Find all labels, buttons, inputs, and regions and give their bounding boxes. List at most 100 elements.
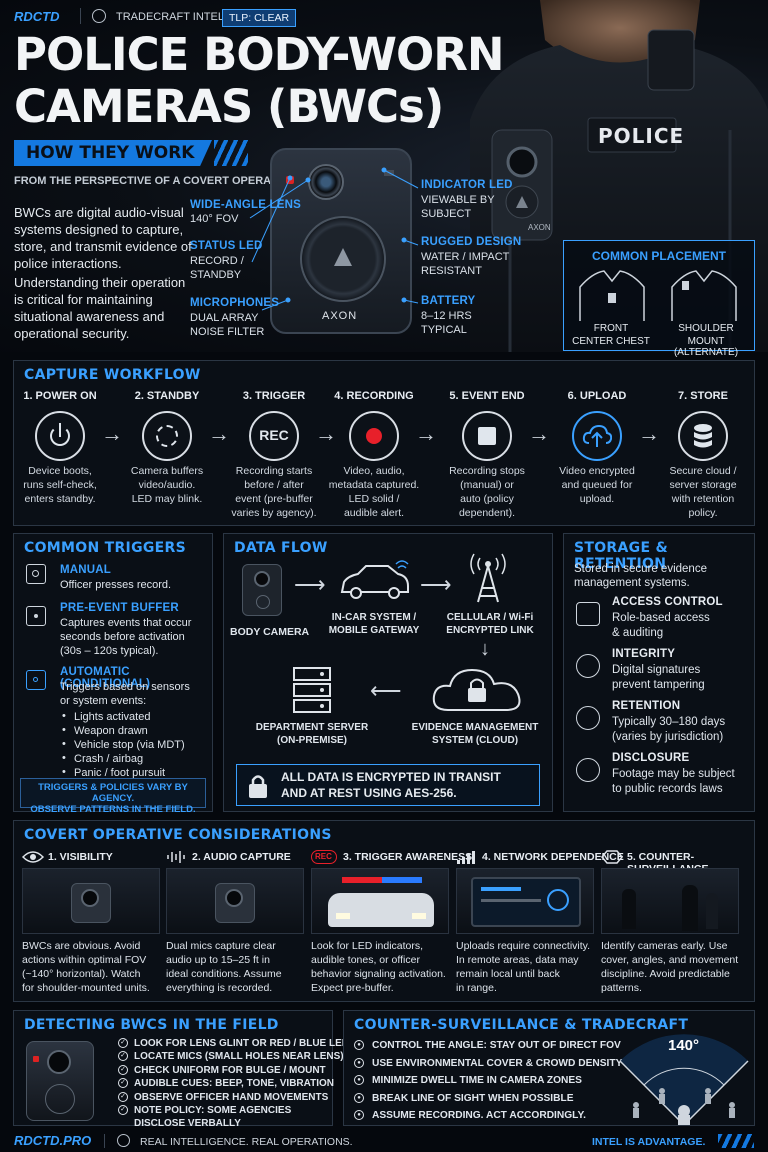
placement-front-2: CENTER CHEST (572, 336, 650, 347)
callout-lens-title: WIDE-ANGLE LENS (190, 199, 301, 211)
page-title-line2: CAMERAS (BWCs) (14, 80, 444, 133)
rec-label: REC (259, 427, 289, 443)
footer-crosshair-icon (117, 1134, 130, 1147)
body-camera-label: BODY CAMERA (230, 626, 310, 638)
list-item: ●MINIMIZE DWELL TIME IN CAMERA ZONES (354, 1072, 614, 1089)
buffer-icon (26, 606, 46, 626)
list-item: ● BREAK LINE OF SIGHT WHEN POSSIBLE (354, 1090, 614, 1107)
storage-panel: STORAGE & RETENTION Stored in secure evi… (563, 533, 755, 812)
storage-item-title: DISCLOSURE (612, 752, 690, 764)
list-item: ✓ OBSERVE OFFICER HAND MOVEMENTS (118, 1091, 328, 1104)
storage-item-desc: Typically 30–180 days (612, 716, 726, 728)
target-icon: ● (354, 1092, 364, 1103)
crosshair-icon (92, 9, 106, 23)
car-label-2: MOBILE GATEWAY (328, 625, 420, 636)
storage-item-title: ACCESS CONTROL (612, 596, 723, 608)
bullet-icon: • (62, 752, 66, 764)
workflow-step-desc: Device boots, (28, 465, 92, 477)
workflow-step-desc: before / after (244, 479, 304, 491)
automatic-icon (26, 670, 46, 690)
buffer-desc-1: Captures events that occur (60, 617, 192, 629)
buffer-desc-3: (30s – 120s typical). (60, 645, 159, 657)
rec-badge-label: REC (315, 852, 332, 861)
list-item: ●USE ENVIRONMENTAL COVER & CROWD DENSITY (354, 1055, 622, 1072)
covert-item-title: 3. TRIGGER AWARENESS (343, 851, 473, 863)
clock-icon (576, 706, 600, 730)
street-photo (601, 868, 739, 934)
list-item-label: CONTROL THE ANGLE: STAY OUT OF DIRECT FO… (372, 1040, 621, 1051)
ems-label-1: EVIDENCE MANAGEMENT (411, 722, 539, 733)
cloud-upload-icon (572, 411, 622, 461)
list-item-label: BREAK LINE OF SIGHT WHEN POSSIBLE (372, 1092, 574, 1104)
covert-item-desc: behavior signaling activation. (311, 968, 446, 980)
callout-battery-desc1: 8–12 HRS (421, 310, 472, 322)
audio-photo (166, 868, 304, 934)
dashboard-photo (456, 868, 594, 934)
footer-stripes (718, 1134, 754, 1148)
vest-label: POLICE (598, 124, 685, 148)
org-name: TRADECRAFT INTEL (116, 11, 224, 23)
server-icon (293, 667, 331, 713)
car-label-1: IN-CAR SYSTEM / (331, 612, 417, 623)
arrow-right-icon: → (101, 421, 123, 446)
shoulder-placement-icon (671, 270, 737, 321)
cell-label-2: ENCRYPTED LINK (446, 625, 534, 636)
covert-item-desc: remain local until back (456, 968, 560, 980)
encryption-text-2: AND AT REST USING AES-256. (281, 786, 457, 800)
storage-item-title: INTEGRITY (612, 648, 676, 660)
check-circle-icon: ✓ (118, 1091, 128, 1102)
workflow-step-title: 6. UPLOAD (567, 390, 627, 402)
detect-camera-icon (26, 1041, 94, 1121)
car-icon (340, 560, 409, 599)
server-label-2: (ON-PREMISE) (277, 735, 347, 746)
list-item: ●ASSUME RECORDING. ACT ACCORDINGLY. (354, 1107, 614, 1124)
list-item: ✓CHECK UNIFORM FOR BULGE / MOUNT (118, 1064, 328, 1077)
target-icon: ● (354, 1110, 364, 1120)
list-item: ✓LOCATE MICS (SMALL HOLES NEAR LENS) (118, 1050, 344, 1063)
callout-lines (249, 167, 419, 311)
list-item: ✓AUDIBLE CUES: BEEP, TONE, VIBRATION (118, 1077, 334, 1090)
detect-panel: DETECTING BWCS IN THE FIELD ✓LOOK FOR LE… (13, 1010, 356, 1129)
arrow-left-icon: ⟵ (370, 678, 402, 703)
arrow-right-icon: → (208, 421, 230, 446)
workflow-step-desc: metadata captured. (328, 479, 420, 491)
list-item-label: OBSERVE OFFICER HAND MOVEMENTS (134, 1091, 329, 1103)
fov-label: 140° (668, 1037, 700, 1054)
workflow-step-desc: dependent). (458, 507, 516, 519)
list-item: ● CONTROL THE ANGLE: STAY OUT OF DIRECT F… (354, 1037, 621, 1054)
page-title-line1: POLICE BODY-WORN (14, 28, 505, 81)
check-circle-icon: ✓ (118, 1064, 128, 1075)
workflow-step-desc: event (pre-buffer (235, 493, 313, 505)
list-item-label: Crash / airbag (74, 753, 144, 765)
covert-item-desc: Look for LED indicators, (311, 940, 424, 952)
manual-desc: Officer presses record. (60, 579, 172, 591)
triggers-note-2: OBSERVE PATTERNS IN THE FIELD. (30, 804, 196, 815)
list-item-label: Vehicle stop (via MDT) (74, 739, 185, 751)
workflow-step-title: 7. STORE (678, 390, 728, 402)
triggers-note: TRIGGERS & POLICIES VARY BY AGENCY. OBSE… (20, 778, 206, 815)
callout-mic-desc1: DUAL ARRAY (190, 312, 259, 324)
storage-item-desc: & auditing (612, 627, 664, 639)
covert-item-desc: Expect pre-buffer. (311, 982, 394, 994)
bullet-icon: • (62, 738, 66, 750)
database-icon (678, 411, 728, 461)
hexagon-icon (601, 850, 623, 864)
rec-badge-icon: REC (311, 850, 337, 864)
bullet-icon: • (62, 766, 66, 778)
workflow-step-title: 4. RECORDING (334, 390, 414, 402)
front-placement-icon (579, 270, 645, 321)
workflow-step-desc: upload. (579, 493, 615, 505)
automatic-desc-1: Triggers based on sensors (60, 681, 190, 693)
body-camera-icon (242, 564, 282, 616)
workflow-step-desc: varies by agency). (231, 507, 317, 519)
target-icon: ● (354, 1040, 364, 1050)
covert-item-desc: patterns. (601, 982, 642, 994)
counter-title: COUNTER-SURVEILLANCE & TRADECRAFT (354, 1017, 689, 1033)
callout-status-desc2: STANDBY (190, 269, 242, 281)
list-item-label: NOTE POLICY: SOME AGENCIES (134, 1105, 292, 1116)
list-item-label: LOOK FOR LENS GLINT OR RED / BLUE LEDS (134, 1038, 356, 1049)
check-circle-icon: ✓ (118, 1051, 128, 1062)
eye-icon (576, 758, 600, 782)
storage-item-desc: Footage may be subject (612, 768, 735, 780)
workflow-step-desc: with retention (671, 493, 735, 505)
